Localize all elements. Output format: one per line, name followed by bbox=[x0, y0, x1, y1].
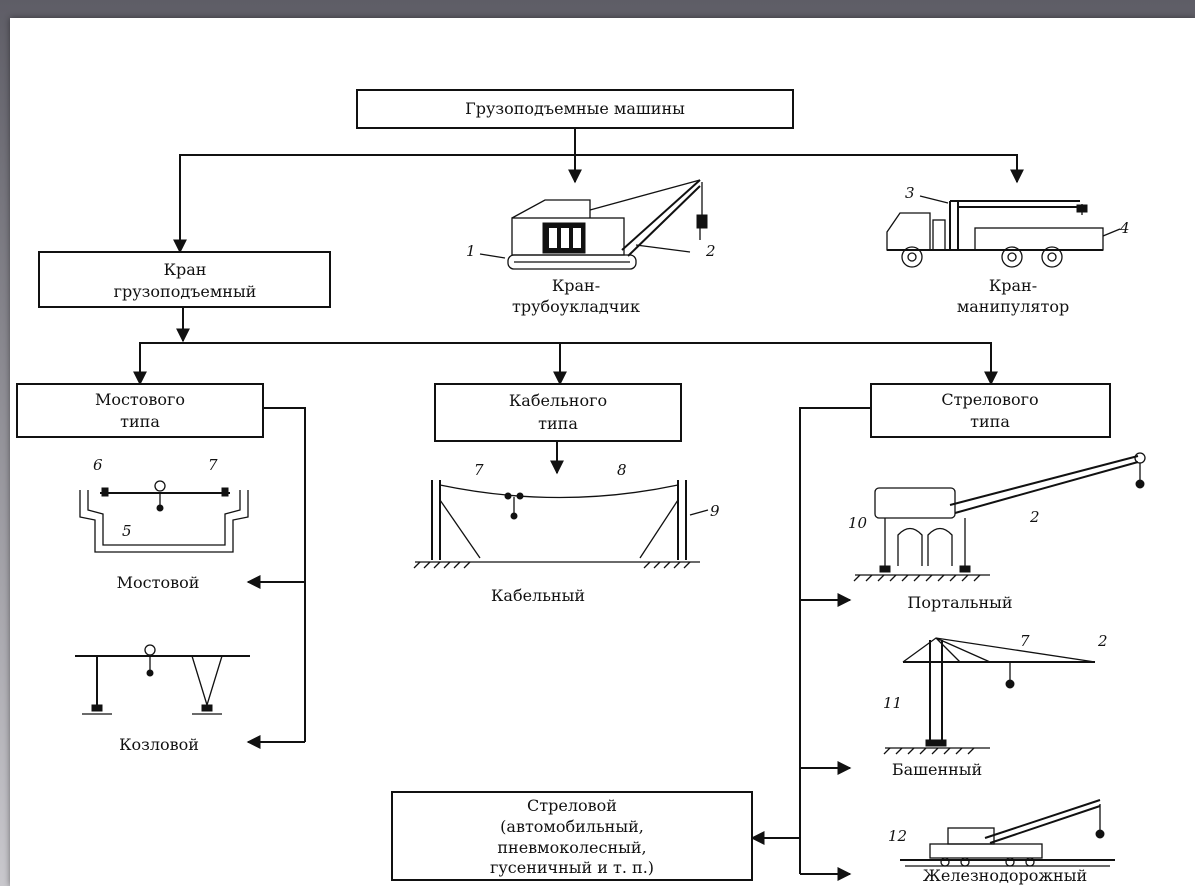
callout-6: 6 bbox=[93, 456, 103, 474]
manipulator-crane-illustration bbox=[886, 195, 1121, 268]
line-boom-branch bbox=[799, 407, 871, 874]
callout-10: 10 bbox=[848, 514, 868, 532]
pipelayer-line2: трубоукладчик bbox=[512, 297, 640, 316]
crane-lifting-line2: грузоподъемный bbox=[114, 282, 257, 301]
manipulator-line1: Кран- bbox=[989, 276, 1037, 295]
portal-crane-label: Портальный bbox=[907, 593, 1012, 612]
line-bridge-branch bbox=[263, 407, 306, 742]
pipelayer-line1: Кран- bbox=[552, 276, 600, 295]
crane-lifting-line1: Кран bbox=[164, 260, 207, 279]
gantry-crane-label: Козловой bbox=[119, 735, 199, 754]
callout-2-portal: 2 bbox=[1029, 508, 1040, 526]
gantry-crane-illustration bbox=[75, 644, 250, 715]
railway-crane-label: Железнодорожный bbox=[923, 866, 1087, 885]
mobile-boom-line4: гусеничный и т. п.) bbox=[490, 858, 654, 877]
callout-4: 4 bbox=[1119, 219, 1130, 237]
bridge-crane-illustration bbox=[79, 480, 249, 553]
boom-type-line2: типа bbox=[970, 412, 1010, 431]
mobile-boom-line2: (автомобильный, bbox=[500, 817, 644, 836]
bridge-crane-label: Мостовой bbox=[117, 573, 200, 592]
callout-9: 9 bbox=[710, 502, 720, 520]
box-bridge-type: Мостового типа bbox=[16, 383, 264, 438]
bridge-type-line1: Мостового bbox=[95, 390, 185, 409]
boom-type-line1: Стрелового bbox=[941, 390, 1038, 409]
crane-classification-diagram: Грузоподъемные машины Кран грузоподъемны… bbox=[16, 89, 1146, 885]
box-root: Грузоподъемные машины bbox=[356, 89, 794, 129]
callout-1: 1 bbox=[466, 242, 476, 260]
callout-2-tower: 2 bbox=[1097, 632, 1108, 650]
callout-8: 8 bbox=[617, 461, 627, 479]
callout-12: 12 bbox=[888, 827, 907, 845]
box-cable-type: Кабельного типа bbox=[434, 383, 682, 442]
root-label: Грузоподъемные машины bbox=[465, 99, 685, 118]
callout-7-cable: 7 bbox=[474, 461, 484, 479]
tower-crane-illustration bbox=[883, 637, 1096, 755]
box-boom-type: Стрелового типа bbox=[870, 383, 1111, 438]
diagram-sheet: Грузоподъемные машины Кран грузоподъемны… bbox=[10, 18, 1195, 886]
pipelayer-crane-illustration bbox=[479, 179, 708, 270]
cable-type-line1: Кабельного bbox=[509, 391, 607, 410]
mobile-boom-line1: Стреловой bbox=[527, 796, 617, 815]
tower-crane-label: Башенный bbox=[892, 760, 982, 779]
callout-5: 5 bbox=[122, 522, 132, 540]
line-level3 bbox=[139, 342, 992, 384]
manipulator-line2: манипулятор bbox=[957, 297, 1069, 316]
portal-crane-illustration bbox=[853, 452, 1146, 582]
callout-7-tower: 7 bbox=[1020, 632, 1030, 650]
connectors bbox=[133, 128, 1024, 881]
arrow-root-branches bbox=[179, 154, 1024, 252]
callout-7-bridge: 7 bbox=[208, 456, 218, 474]
cable-crane-label: Кабельный bbox=[491, 586, 585, 605]
railway-crane-illustration bbox=[900, 799, 1115, 867]
cable-crane-illustration bbox=[413, 480, 709, 569]
box-crane-lifting: Кран грузоподъемный bbox=[38, 251, 331, 308]
mobile-boom-line3: пневмоколесный, bbox=[497, 838, 646, 857]
box-mobile-boom: Стреловой (автомобильный, пневмоколесный… bbox=[391, 791, 753, 881]
callout-2-pipelayer: 2 bbox=[705, 242, 716, 260]
callout-3: 3 bbox=[905, 184, 915, 202]
callout-11: 11 bbox=[883, 694, 902, 712]
cable-type-line2: типа bbox=[538, 414, 578, 433]
bridge-type-line2: типа bbox=[120, 412, 160, 431]
